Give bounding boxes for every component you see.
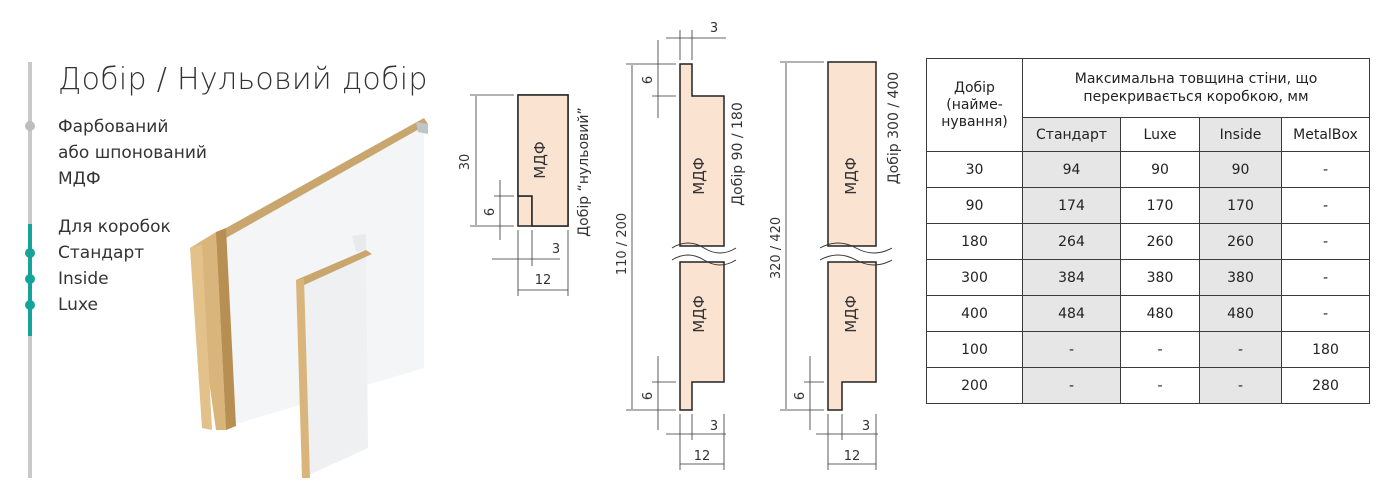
row-name: 200 (926, 367, 1023, 404)
table-cell: - (1281, 151, 1370, 188)
column-header: Стандарт (1022, 117, 1121, 152)
extension-board-photo (190, 118, 428, 478)
dimension-lip-label: 3 (710, 419, 718, 434)
table-cell: 480 (1120, 295, 1200, 332)
group-header: Максимальна товщина стіни, що перекриває… (1022, 58, 1370, 118)
table-cell: - (1120, 367, 1200, 404)
section-name-label: Добір 90 / 180 (730, 102, 746, 206)
small-board-lip (352, 234, 366, 252)
small-board-top (296, 250, 372, 286)
drawing-extension-300-400: МДФ МДФ Добір 300 / 400 320 / 420 6 3 12 (769, 61, 902, 470)
material-line: МДФ (58, 169, 101, 189)
wall-thickness-table: Добір (найме- нування) Максимальна товщи… (926, 58, 1370, 404)
table-cell: 174 (1022, 187, 1121, 224)
dimension-step-label: 6 (641, 392, 656, 400)
table-cell: - (1199, 367, 1282, 404)
column-header: Luxe (1120, 117, 1200, 152)
table-cell: - (1281, 223, 1370, 260)
table-cell: 260 (1120, 223, 1200, 260)
row-name: 90 (926, 187, 1023, 224)
technical-drawings: МДФ Добір “нульовий” 30 6 3 12 МДФ МДФ Д… (458, 21, 902, 470)
material-line: Фарбований (58, 117, 169, 137)
section-material-label: МДФ (690, 295, 708, 333)
table-cell: - (1022, 331, 1121, 368)
column-header-name: Добір (найме- нування) (926, 58, 1023, 152)
table-cell: 480 (1199, 295, 1282, 332)
timeline-dot (25, 121, 35, 131)
table-cell: 170 (1120, 187, 1200, 224)
section-material-label: МДФ (842, 295, 860, 333)
table-cell: 484 (1022, 295, 1121, 332)
table-cell: - (1281, 259, 1370, 296)
table-row: 100 - - - 180 (926, 331, 1370, 368)
box-type-item: Luxe (58, 295, 98, 315)
section-name-label: Добір “нульовий” (576, 107, 592, 237)
column-header: Inside (1199, 117, 1282, 152)
table-cell: - (1281, 187, 1370, 224)
dimension-lip-label: 3 (862, 419, 870, 434)
page-title: Добір / Нульовий добір (58, 62, 428, 97)
board-top-edge (190, 118, 428, 256)
board-front-edge (190, 244, 212, 430)
dimension-width-label: 12 (535, 273, 552, 288)
table-cell: 260 (1199, 223, 1282, 260)
box-type-item: Стандарт (58, 243, 145, 263)
timeline-dot (25, 274, 35, 284)
table-cell: 280 (1281, 367, 1370, 404)
row-name: 300 (926, 259, 1023, 296)
dimension-height-label: 30 (458, 154, 473, 171)
table-row: 90 174 170 170 - (926, 187, 1370, 224)
table-row: 180 264 260 260 - (926, 223, 1370, 260)
drawing-zero-extension: МДФ Добір “нульовий” 30 6 3 12 (458, 94, 592, 296)
box-type-item: Inside (58, 269, 109, 289)
board-groove (216, 228, 236, 430)
table-cell: 380 (1120, 259, 1200, 296)
timeline-dot (25, 248, 35, 258)
table-cell: 170 (1199, 187, 1282, 224)
dimension-step-label: 6 (793, 392, 808, 400)
dimension-lip-label: 3 (552, 242, 560, 257)
section-material-label: МДФ (690, 157, 708, 195)
table-cell: 380 (1199, 259, 1282, 296)
small-board-edge (296, 278, 310, 478)
box-types-heading: Для коробок (58, 217, 171, 237)
table-cell: 180 (1281, 331, 1370, 368)
dimension-lip-label: 3 (710, 21, 718, 36)
dimension-step-label: 6 (483, 208, 498, 216)
table-cell: - (1120, 331, 1200, 368)
small-board-face (296, 250, 368, 478)
table-cell: 94 (1022, 151, 1121, 188)
table-row: 30 94 90 90 - (926, 151, 1370, 188)
table-cell: - (1199, 331, 1282, 368)
drawing-extension-90-180: МДФ МДФ Добір 90 / 180 110 / 200 6 6 3 3… (615, 21, 746, 470)
material-description: Фарбований або шпонований МДФ (58, 114, 207, 192)
table-cell: - (1281, 295, 1370, 332)
section-material-label: МДФ (531, 141, 549, 179)
table-cell: 264 (1022, 223, 1121, 260)
table-cell: - (1022, 367, 1121, 404)
table-row: 400 484 480 480 - (926, 295, 1370, 332)
section-material-label: МДФ (842, 157, 860, 195)
column-header: MetalBox (1281, 117, 1370, 152)
dimension-step-label: 6 (641, 76, 656, 84)
row-name: 400 (926, 295, 1023, 332)
dimension-width-label: 12 (844, 449, 861, 464)
dimension-height-label: 110 / 200 (615, 213, 630, 275)
table-cell: 90 (1120, 151, 1200, 188)
dimension-width-label: 12 (694, 449, 711, 464)
table-row: 200 - - - 280 (926, 367, 1370, 404)
board-notch (416, 122, 428, 134)
row-name: 180 (926, 223, 1023, 260)
table-row: 300 384 380 380 - (926, 259, 1370, 296)
table-cell: 384 (1022, 259, 1121, 296)
box-types-list: Для коробок Стандарт Inside Luxe (58, 214, 171, 318)
row-name: 30 (926, 151, 1023, 188)
row-name: 100 (926, 331, 1023, 368)
material-line: або шпонований (58, 143, 207, 163)
timeline-dot (25, 300, 35, 310)
table-cell: 90 (1199, 151, 1282, 188)
section-name-label: Добір 300 / 400 (886, 72, 902, 184)
dimension-height-label: 320 / 420 (769, 217, 784, 279)
